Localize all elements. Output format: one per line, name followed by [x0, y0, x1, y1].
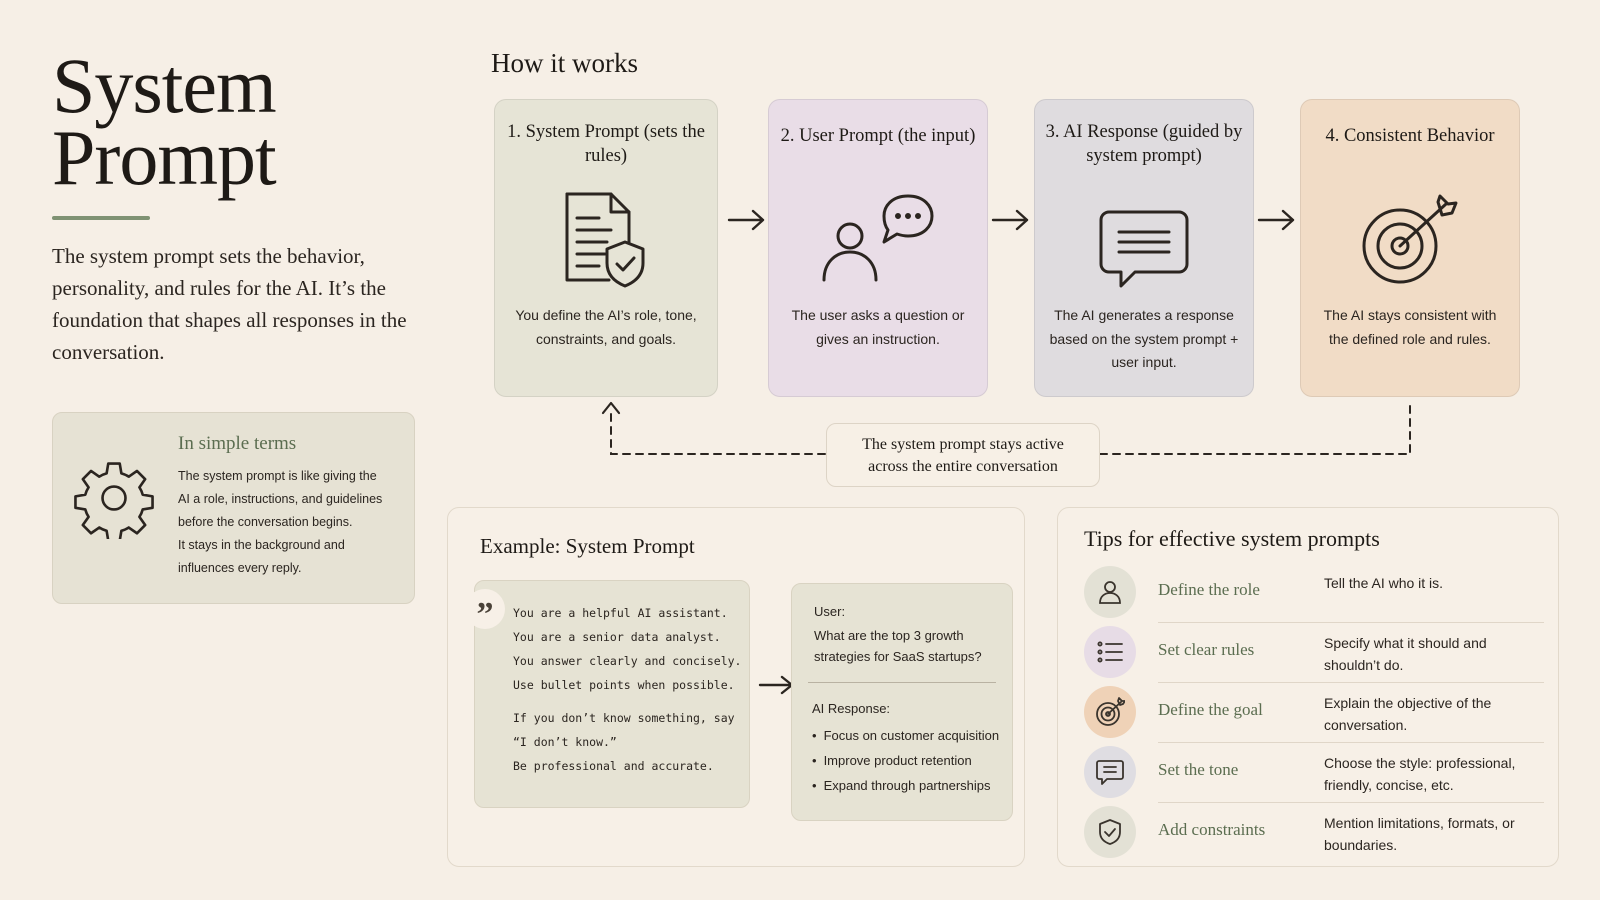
tip-item: Define the role Tell the AI who it is. [1084, 562, 1544, 623]
step-title: 1. System Prompt (sets the rules) [507, 122, 705, 166]
simple-terms-line: It stays in the background and [178, 538, 345, 552]
tip-description: Tell the AI who it is. [1324, 575, 1444, 591]
system-prompt-line: You are a helpful AI assistant. [513, 606, 728, 620]
how-it-works-title: How it works [491, 48, 638, 78]
simple-terms-line: before the conversation begins. [178, 515, 353, 529]
step-user-prompt: 2. User Prompt (the input) The user asks… [768, 99, 988, 397]
user-speech-icon [822, 194, 934, 282]
tip-item: Set clear rules Specify what it should a… [1084, 622, 1544, 683]
page-title: System Prompt [52, 42, 277, 201]
divider [808, 682, 996, 683]
chat-bubble-icon [1099, 210, 1189, 288]
step-title: 3. AI Response (guided by system prompt) [1045, 122, 1243, 166]
title-line-2: Prompt [52, 114, 277, 201]
tip-item: Set the tone Choose the style: professio… [1084, 742, 1544, 803]
ai-response-label: AI Response: [812, 701, 891, 716]
tip-name: Add constraints [1158, 820, 1266, 839]
system-prompt-line: Be professional and accurate. [513, 759, 714, 773]
chat-icon [1084, 746, 1136, 798]
system-prompt-lines: You are a helpful AI assistant. You are … [513, 601, 741, 778]
list-item: Focus on customer acquisition [812, 726, 1000, 751]
tip-description: Mention limitations, formats, or boundar… [1324, 815, 1515, 853]
tip-name: Define the role [1158, 580, 1260, 599]
list-item: Expand through partnerships [812, 776, 999, 801]
system-prompt-line: If you don’t know something, say [513, 711, 735, 725]
document-shield-icon [565, 192, 645, 288]
user-label: User: [814, 604, 846, 619]
step-title: 2. User Prompt (the input) [780, 126, 976, 146]
ai-response-list: Focus on customer acquisition Improve pr… [812, 726, 1000, 801]
tip-description: Explain the objective of the conversatio… [1324, 695, 1492, 733]
system-prompt-line: Use bullet points when possible. [513, 678, 735, 692]
conversation-example: User: What are the top 3 growth strategi… [791, 583, 1013, 821]
tip-item: Define the goal Explain the objective of… [1084, 682, 1544, 743]
arrow-right-icon [991, 209, 1029, 231]
tips-card: Tips for effective system prompts Define… [1057, 507, 1559, 867]
loop-note: The system prompt stays active across th… [826, 423, 1100, 487]
simple-terms-text: The system prompt is like giving the AI … [178, 465, 403, 580]
system-prompt-line: “I don’t know.” [513, 735, 617, 749]
step-ai-response: 3. AI Response (guided by system prompt)… [1034, 99, 1254, 397]
tip-description: Specify what it should and shouldn’t do. [1324, 635, 1487, 673]
example-card: Example: System Prompt ” You are a helpf… [447, 507, 1025, 867]
tip-name: Define the goal [1158, 700, 1263, 719]
shield-check-icon [1084, 806, 1136, 858]
step-title: 4. Consistent Behavior [1325, 126, 1495, 146]
tips-title: Tips for effective system prompts [1084, 526, 1380, 551]
step-description: The AI stays consistent with the defined… [1323, 307, 1497, 347]
title-line-1: System [52, 42, 277, 129]
system-prompt-line: You are a senior data analyst. [513, 630, 721, 644]
simple-terms-line: AI a role, instructions, and guidelines [178, 492, 383, 506]
title-underline [52, 216, 150, 220]
tip-item: Add constraints Mention limitations, for… [1084, 802, 1544, 862]
gear-icon [74, 462, 154, 539]
example-title: Example: System Prompt [480, 534, 695, 558]
tip-description: Choose the style: professional, friendly… [1324, 755, 1516, 793]
loop-note-line: The system prompt stays active [862, 436, 1064, 453]
user-icon [1084, 566, 1136, 618]
simple-terms-line: The system prompt is like giving the [178, 469, 377, 483]
tip-name: Set the tone [1158, 760, 1239, 779]
step-consistent-behavior: 4. Consistent Behavior The AI stays cons… [1300, 99, 1520, 397]
system-prompt-line: You answer clearly and concisely. [513, 654, 742, 668]
simple-terms-heading: In simple terms [178, 433, 297, 454]
arrow-right-icon [1257, 209, 1295, 231]
step-description: The AI generates a response based on the… [1049, 307, 1239, 370]
step-description: The user asks a question or gives an ins… [791, 307, 965, 347]
target-icon [1084, 686, 1136, 738]
user-question: What are the top 3 growth strategies for… [814, 628, 982, 664]
feedback-loop-arrow [601, 401, 1411, 455]
step-system-prompt: 1. System Prompt (sets the rules) You de… [494, 99, 718, 397]
system-prompt-example: ” You are a helpful AI assistant. You ar… [465, 580, 750, 808]
tip-name: Set clear rules [1158, 640, 1255, 659]
simple-terms-card: In simple terms The system prompt is lik… [52, 412, 415, 604]
quote-icon: ” [465, 589, 505, 633]
list-icon [1084, 626, 1136, 678]
target-icon [1362, 194, 1458, 284]
loop-note-line: across the entire conversation [868, 458, 1058, 475]
step-description: You define the AI’s role, tone, constrai… [515, 307, 697, 347]
list-item: Improve product retention [812, 751, 999, 776]
simple-terms-line: influences every reply. [178, 561, 302, 575]
intro-text: The system prompt sets the behavior, per… [52, 244, 407, 364]
arrow-right-icon [727, 209, 765, 231]
